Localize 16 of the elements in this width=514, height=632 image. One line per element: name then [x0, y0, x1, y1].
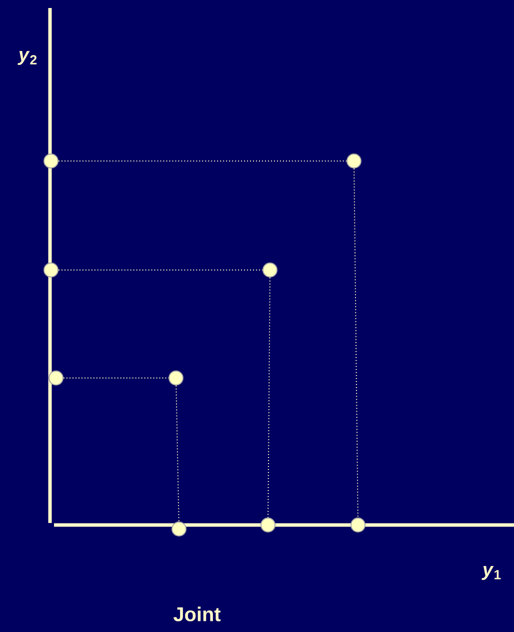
guide-line — [58, 160, 347, 162]
axis-label: Joint — [174, 606, 221, 622]
point-marker — [168, 370, 184, 386]
point-marker — [262, 262, 278, 278]
axis-label: y$_{2}$ — [18, 51, 37, 65]
point-marker — [346, 154, 362, 168]
guide-line — [176, 385, 180, 522]
axis-label: y$_{1}$ — [482, 566, 501, 580]
point-marker — [44, 154, 58, 168]
point-marker — [44, 262, 58, 278]
guide-line — [268, 277, 270, 518]
point-marker — [172, 522, 186, 536]
point-marker — [350, 518, 366, 532]
guide-line — [354, 168, 358, 518]
point-marker — [260, 518, 276, 532]
point-marker — [48, 370, 64, 386]
